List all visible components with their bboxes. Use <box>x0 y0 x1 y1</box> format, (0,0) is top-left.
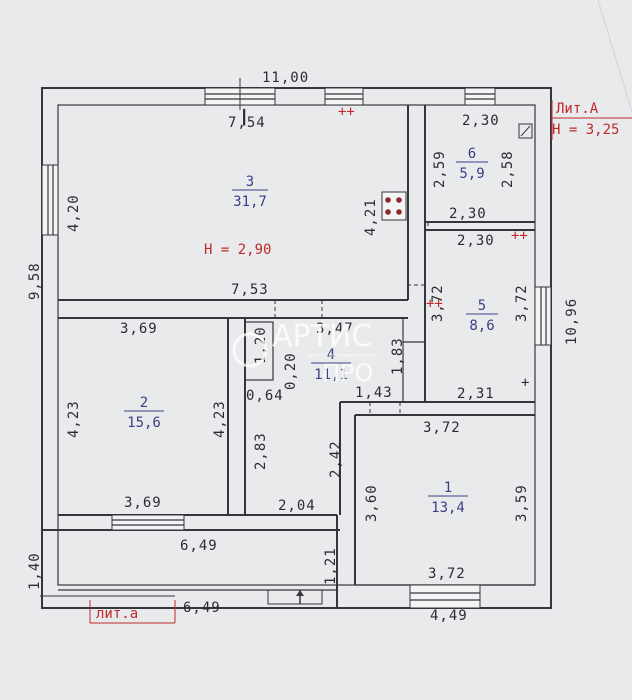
window-top-mid <box>324 87 364 106</box>
dimension-lines <box>40 78 241 597</box>
door-openings <box>274 222 429 415</box>
watermark-line1: АРТИС <box>272 319 372 354</box>
room-3-number: 3 <box>246 174 254 190</box>
outlet-marker-room5: ++ <box>511 228 528 244</box>
lit-a-upper-box <box>551 100 632 140</box>
window-room1 <box>409 584 481 609</box>
lit-a-lower-label: лит.а <box>96 606 138 622</box>
room-2-label: 2 15,6 <box>124 395 164 431</box>
watermark: АРТИС агентство недвижимости ПРО <box>232 319 376 387</box>
dim-left-total: 9,58 <box>27 262 43 300</box>
dim-room4-f: 1,43 <box>355 385 393 401</box>
porch-outline <box>41 515 340 609</box>
dim-room5-right: 3,72 <box>514 284 530 322</box>
room-2-number: 2 <box>140 395 148 411</box>
watermark-tagline: агентство недвижимости <box>308 353 376 359</box>
dim-room3-top: 7,54 <box>228 115 266 131</box>
lit-a-lower-box <box>89 600 176 624</box>
dim-porch-left: 1,40 <box>27 552 43 590</box>
dim-room5-left: 3,72 <box>430 284 446 322</box>
dim-room5-top: 2,30 <box>457 233 495 249</box>
room-6-area: 5,9 <box>459 166 484 182</box>
lit-a-upper-label: Лит.А <box>556 101 599 117</box>
room3-height-label: Н = 2,90 <box>204 242 271 258</box>
stove-icon <box>381 191 407 221</box>
dim-room2-left: 4,23 <box>66 400 82 438</box>
room-4-label: 4 11,1 <box>311 347 351 383</box>
dim-room3-left: 4,20 <box>66 194 82 232</box>
dim-porch-top: 6,49 <box>180 538 218 554</box>
dim-porch-right: 1,21 <box>323 547 339 585</box>
entrance-arrow-icon <box>267 589 323 605</box>
dim-room5-bottom: 2,31 <box>457 386 495 402</box>
window-room2 <box>111 514 185 531</box>
window-left <box>41 164 59 236</box>
room-6-label: 6 5,9 <box>456 146 488 182</box>
dim-room1-bottom: 3,72 <box>428 566 466 582</box>
dim-room4-g: 2,83 <box>253 432 269 470</box>
dim-room1-right: 3,59 <box>514 484 530 522</box>
dim-room3-bottom: 7,53 <box>231 282 269 298</box>
watermark-logo-icon <box>232 332 268 368</box>
room-4-area: 11,1 <box>314 367 348 383</box>
windows <box>41 87 552 609</box>
plus-marker: + <box>521 375 530 391</box>
dim-room6-right: 2,58 <box>500 150 516 188</box>
dim-room4-e: 1,83 <box>390 337 406 375</box>
dim-room4-h: 2,42 <box>328 440 344 478</box>
window-right <box>534 286 552 346</box>
dim-room2-top: 3,69 <box>120 321 158 337</box>
dim-bottom-right: 4,49 <box>430 608 468 624</box>
dim-room2-bottom: 3,69 <box>124 495 162 511</box>
dim-room4-c: 0,20 <box>283 352 299 390</box>
room-1-label: 1 13,4 <box>428 480 468 516</box>
room-5-label: 5 8,6 <box>466 298 498 334</box>
room-4-number: 4 <box>327 347 335 363</box>
dim-porch-bottom: 6,49 <box>183 600 221 616</box>
window-top-right <box>464 87 496 106</box>
room-2-area: 15,6 <box>127 415 161 431</box>
room-5-number: 5 <box>478 298 486 314</box>
watermark-line2: ПРО <box>322 359 373 387</box>
interior-walls <box>58 105 535 586</box>
dim-room6-top: 2,30 <box>462 113 500 129</box>
dim-room6-bottom: 2,30 <box>449 206 487 222</box>
room-3-label: 3 31,7 <box>232 174 268 210</box>
room-1-area: 13,4 <box>431 500 465 516</box>
outlet-marker-room3: ++ <box>338 104 355 120</box>
dim-room4-d: 0,64 <box>246 388 284 404</box>
dim-room6-left: 2,59 <box>432 150 448 188</box>
dim-right-total: 10,96 <box>564 298 580 345</box>
dim-room4-a: 3,47 <box>316 321 354 337</box>
boiler-icon <box>518 123 533 139</box>
dim-top-total: 11,00 <box>262 70 309 86</box>
dim-room1-left: 3,60 <box>364 484 380 522</box>
dim-room3-right: 4,21 <box>363 198 379 236</box>
room-3-area: 31,7 <box>233 194 267 210</box>
dim-room1-top: 3,72 <box>423 420 461 436</box>
page-edge-line <box>597 0 632 113</box>
room-6-number: 6 <box>468 146 476 162</box>
room-1-number: 1 <box>444 480 452 496</box>
height-upper-label: Н = 3,25 <box>552 122 619 138</box>
dim-room4-bottom: 2,04 <box>278 498 316 514</box>
outlet-marker-wall: ++ <box>426 296 443 312</box>
room-5-area: 8,6 <box>469 318 494 334</box>
cursor-marker: ┃ <box>240 108 249 126</box>
dim-room2-right: 4,23 <box>212 400 228 438</box>
